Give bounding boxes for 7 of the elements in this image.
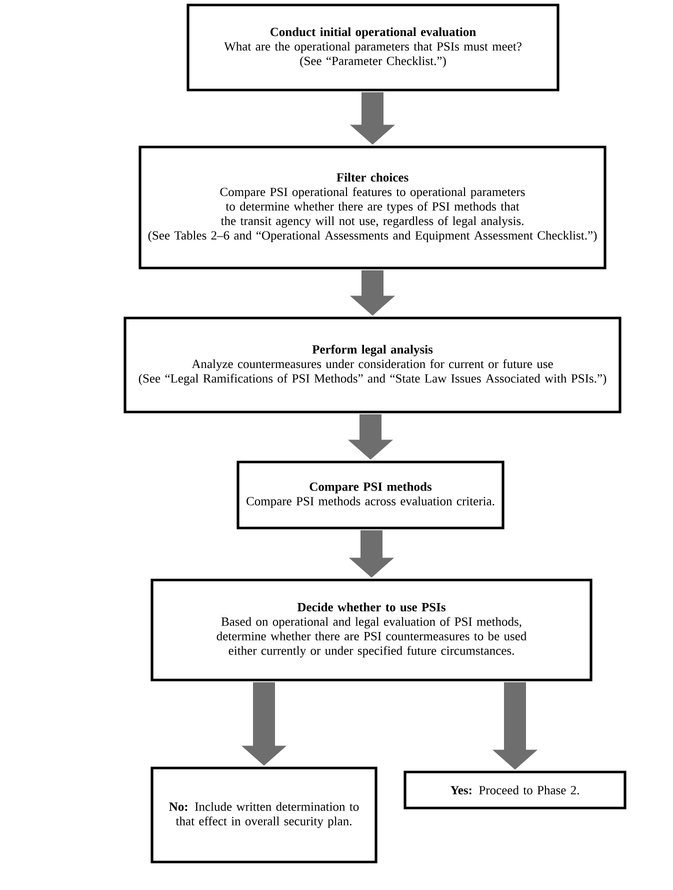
process-box: Conduct initial operational evaluation What are the operational parameters that PSIs must meet? (See “Parameter Checklist.”) [186, 4, 560, 92]
process-box: Compare PSI methods Compare PSI methods across evaluation criteria. [236, 460, 504, 530]
process-box: Decide whether to use PSIs Based on operational and legal evaluation of PSI methods, determine whether there are PSI countermeasures to be used either currently or under specified future circumstances. [150, 578, 592, 682]
process-box: Perform legal analysis Analyze countermeasures under consideration for current or future use (See “Legal Ramifications of PSI Methods” and “State Law Issues Associated with PSIs.”) [124, 316, 622, 414]
process-box: Yes: Proceed to Phase 2. [404, 770, 626, 810]
process-box: Filter choices Compare PSI operational features to operational parameters to determine whether there are types of PSI methods that the transit agency will not use, regardless of legal analysis. (See Tables 2–6 and “Operational Assessments and Equipment Assessment Checklist.”) [138, 146, 606, 270]
process-box: No: Include written determination to that effect in overall security plan. [150, 766, 378, 864]
